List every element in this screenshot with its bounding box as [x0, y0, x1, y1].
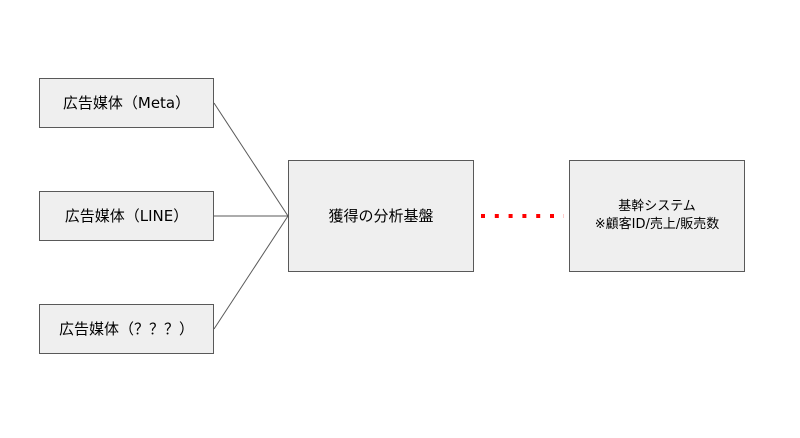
core-system-title: 基幹システム: [618, 199, 696, 215]
core-system-box[interactable]: 基幹システム ※顧客ID/売上/販売数: [569, 160, 745, 272]
media-box-line[interactable]: 広告媒体（LINE）: [39, 191, 214, 241]
core-system-subtitle: ※顧客ID/売上/販売数: [594, 217, 720, 232]
connector-meta-to-hub: [213, 102, 289, 217]
media-box-label: 広告媒体（？？？）: [58, 319, 194, 338]
analytics-hub-label: 獲得の分析基盤: [328, 206, 434, 225]
media-box-label: 広告媒体（Meta）: [62, 93, 191, 112]
media-box-unknown[interactable]: 広告媒体（？？？）: [39, 304, 214, 354]
media-box-label: 広告媒体（LINE）: [64, 206, 189, 225]
connector-unknown-to-hub: [213, 215, 289, 330]
analytics-hub-box[interactable]: 獲得の分析基盤: [288, 160, 474, 272]
media-box-meta[interactable]: 広告媒体（Meta）: [39, 78, 214, 128]
